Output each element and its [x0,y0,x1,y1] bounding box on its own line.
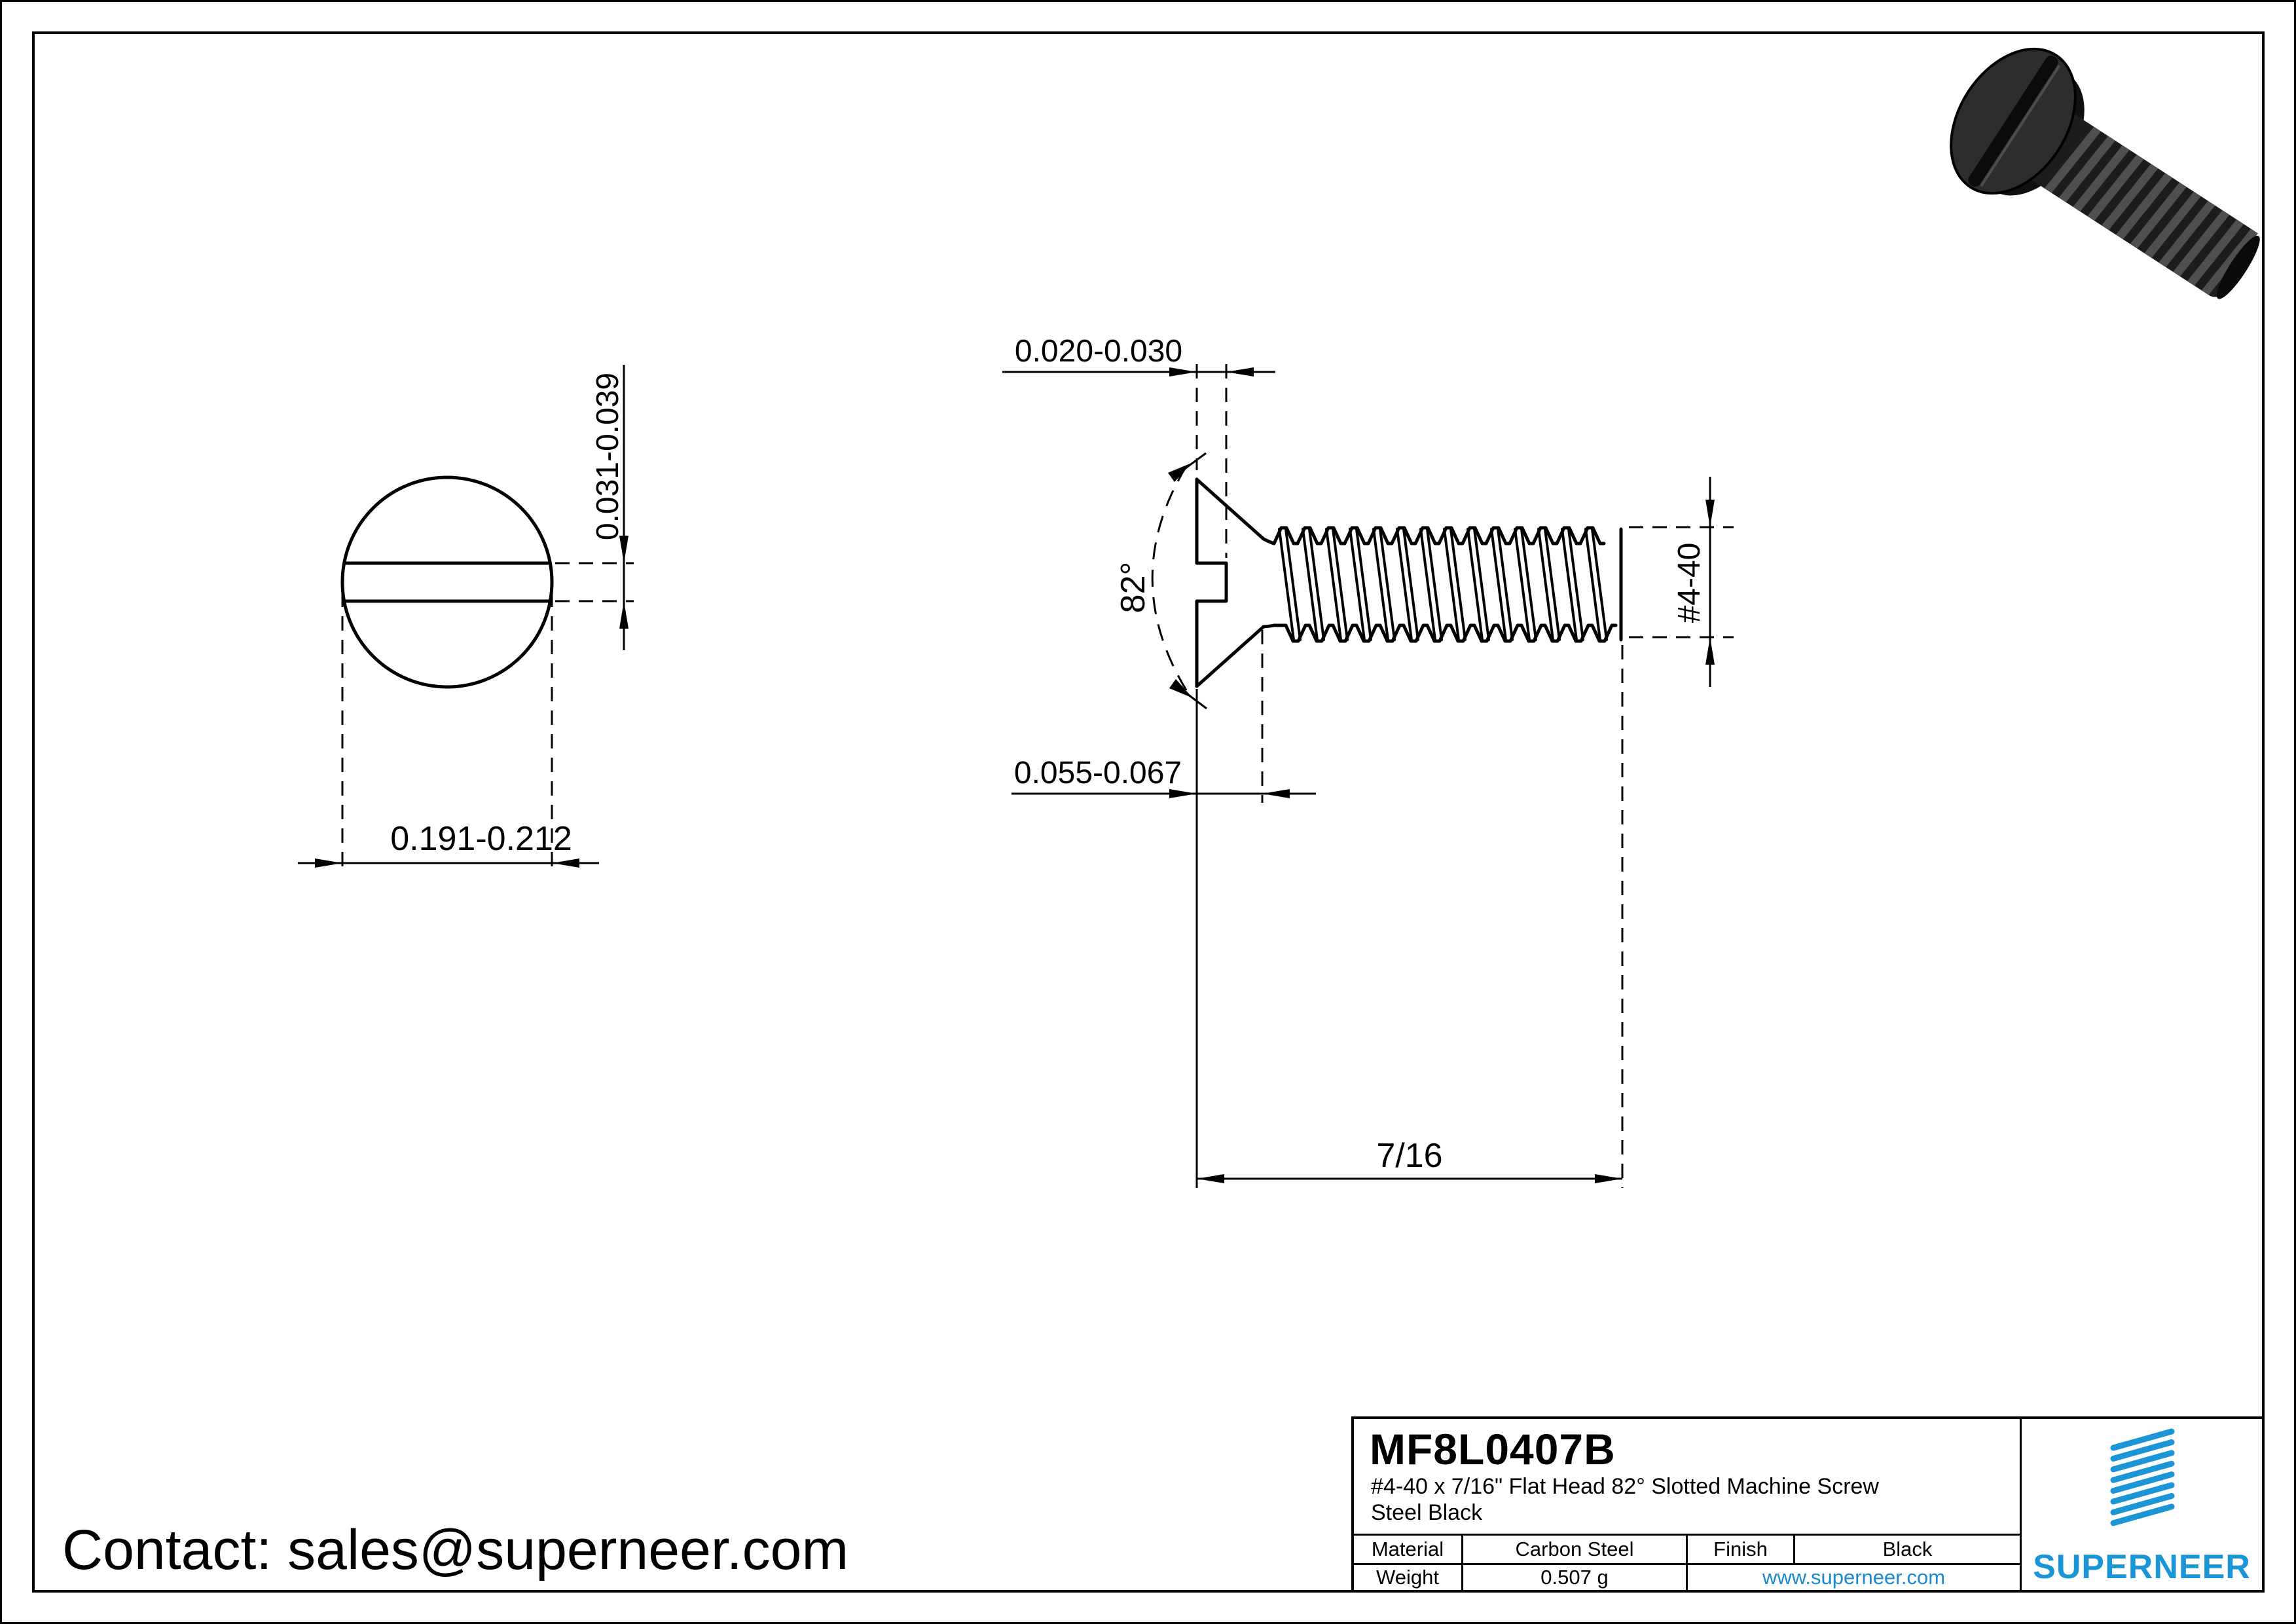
arrow-up-icon [1705,637,1715,665]
dim-slot-depth-text: 0.020-0.030 [1015,334,1182,369]
dim-head-height-text: 0.055-0.067 [1014,756,1182,790]
threaded-shank [1272,526,1618,643]
weight-value: 0.507 g [1461,1565,1686,1590]
dim-length-text: 7/16 [1376,1137,1442,1175]
drawing-frame [32,31,2265,1593]
arrow-icon [1168,463,1192,482]
arrow-up-icon [619,601,629,629]
head-face-with-slot [1195,477,1228,688]
arrow-down-icon [1705,500,1715,527]
head-cone-top [1195,477,1276,545]
dim-slot-width-text: 0.031-0.039 [591,373,625,540]
dim-head-angle: 82° [1114,452,1207,710]
title-block: MF8L0407B #4-40 x 7/16" Flat Head 82° Sl… [1351,1416,2265,1593]
screw-3d-render [1950,47,2260,299]
description-line-2: Steel Black [1371,1500,1483,1525]
head-outline-circle [340,475,554,689]
description-line-1: #4-40 x 7/16" Flat Head 82° Slotted Mach… [1371,1474,1879,1499]
slot-highlight [1980,64,2061,187]
arrow-right-icon [1169,367,1197,377]
finish-value: Black [1793,1536,2020,1563]
dim-slot-depth: 0.020-0.030 [1002,334,1275,558]
arrow-left-icon [552,858,579,868]
brand-name: SUPERNEER [2033,1548,2251,1586]
material-label: Material [1371,1538,1444,1560]
arrow-right-icon [1595,1174,1622,1183]
material-row: Material Carbon Steel Finish Black [1354,1534,2020,1563]
arrow-icon [1169,679,1193,698]
contact-line: Contact: sales@superneer.com [62,1519,849,1581]
dim-head-angle-text: 82° [1114,562,1152,614]
material-value: Carbon Steel [1461,1536,1686,1563]
shank-tip [2216,235,2260,299]
arrow-right-icon [1169,789,1197,798]
brand-logo-area: SUPERNEER [2020,1419,2262,1590]
arrow-left-icon [1226,367,1254,377]
part-number: MF8L0407B [1370,1425,1616,1473]
weight-label: Weight [1376,1566,1439,1589]
arrow-left-icon [1197,1174,1224,1183]
dim-slot-width: 0.031-0.039 [555,365,634,650]
title-block-description-area: MF8L0407B #4-40 x 7/16" Flat Head 82° Sl… [1354,1419,2020,1534]
arrow-down-icon [619,536,629,563]
dim-thread-size-text: #4-40 [1672,543,1707,623]
finish-label: Finish [1686,1536,1793,1563]
dim-head-height: 0.055-0.067 [1011,630,1316,1188]
dim-head-diameter: 0.191-0.212 [298,593,599,873]
thread-highlights [2044,126,2259,295]
arrow-right-icon [315,858,342,868]
dim-head-diameter-text: 0.191-0.212 [390,820,572,858]
website-link[interactable]: www.superneer.com [1762,1566,1946,1589]
brand-stripes-icon [2110,1428,2175,1526]
dim-length: 7/16 [1197,645,1624,1188]
arrow-left-icon [1262,789,1290,798]
side-view [1195,477,1623,688]
front-view [340,475,554,689]
dim-thread-size: #4-40 [1629,477,1734,687]
weight-row: Weight 0.507 g www.superneer.com [1354,1563,2020,1590]
slot-groove [1968,55,2058,187]
angle-arc [1151,466,1191,696]
